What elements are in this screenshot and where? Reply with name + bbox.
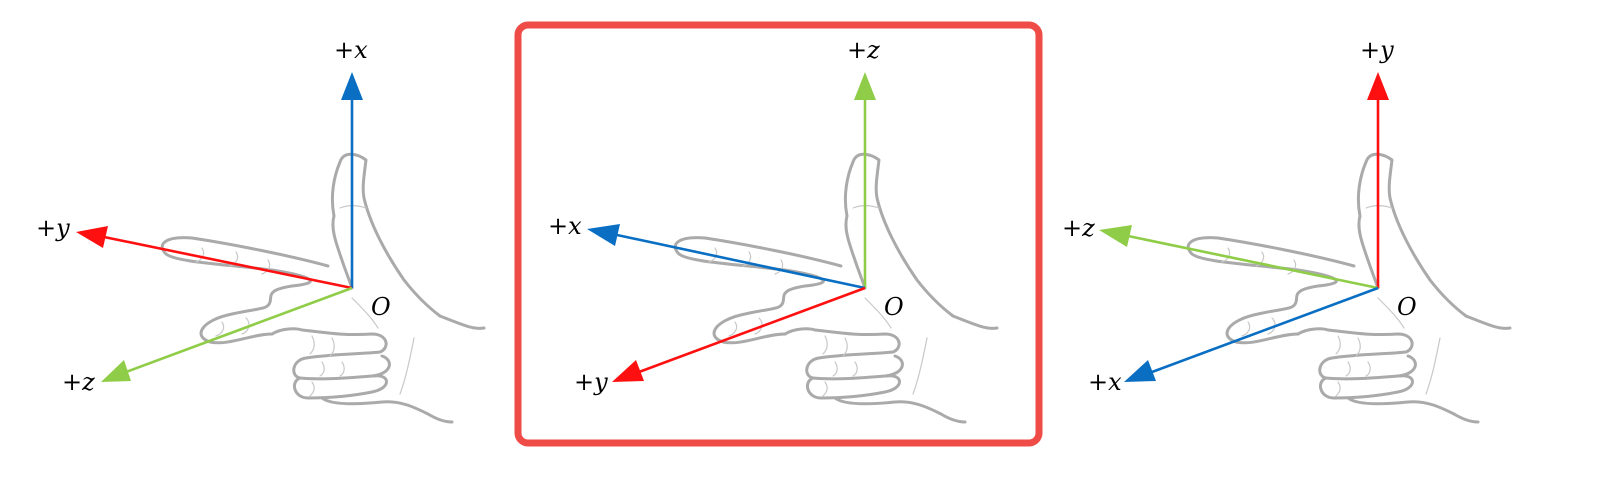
axis-label: +x	[1088, 368, 1122, 396]
axis-label: +x	[548, 212, 582, 240]
arrowhead	[341, 72, 363, 100]
highlight-frame	[514, 21, 1043, 447]
axis-line	[616, 233, 866, 290]
arrowhead	[76, 226, 108, 248]
arrowhead	[101, 360, 131, 382]
axis-label: +x	[334, 36, 368, 64]
arrowhead	[1367, 72, 1389, 100]
arrowhead	[854, 72, 876, 100]
origin-label: O	[371, 293, 391, 321]
axis-label: +z	[62, 368, 95, 396]
axis-label: +z	[1062, 214, 1095, 242]
hand-illustration	[1186, 152, 1512, 424]
axis-x: +x	[548, 212, 866, 290]
axis-line	[125, 286, 353, 374]
arrowhead	[612, 360, 644, 382]
hand-illustration	[673, 152, 999, 424]
panel-1: +x +y +z O	[36, 36, 486, 424]
axis-y: +y	[36, 214, 353, 290]
axis-z: +z	[1062, 214, 1379, 290]
origin-label: O	[1397, 293, 1417, 321]
axis-line	[1151, 286, 1379, 374]
arrowhead	[1099, 225, 1132, 247]
arrowhead	[587, 224, 620, 246]
axis-label: +y	[574, 368, 608, 396]
axis-line	[103, 235, 353, 290]
origin-label: O	[884, 293, 904, 321]
axis-z: +z	[62, 286, 353, 396]
axis-label: +y	[36, 214, 70, 242]
axis-line	[638, 286, 866, 374]
axis-x: +x	[1088, 286, 1379, 396]
axis-label: +z	[847, 36, 880, 64]
axis-y: +y	[1360, 36, 1394, 288]
axis-z: +z	[847, 36, 880, 288]
axis-line	[1127, 234, 1379, 290]
axis-y: +y	[574, 286, 866, 396]
arrowhead	[1124, 360, 1156, 382]
axis-label: +y	[1360, 36, 1394, 64]
panel-2: +z +x +y O	[548, 36, 999, 424]
hand-illustration	[160, 152, 486, 424]
axis-x: +x	[334, 36, 368, 288]
panel-3: +y +z +x O	[1062, 36, 1512, 424]
